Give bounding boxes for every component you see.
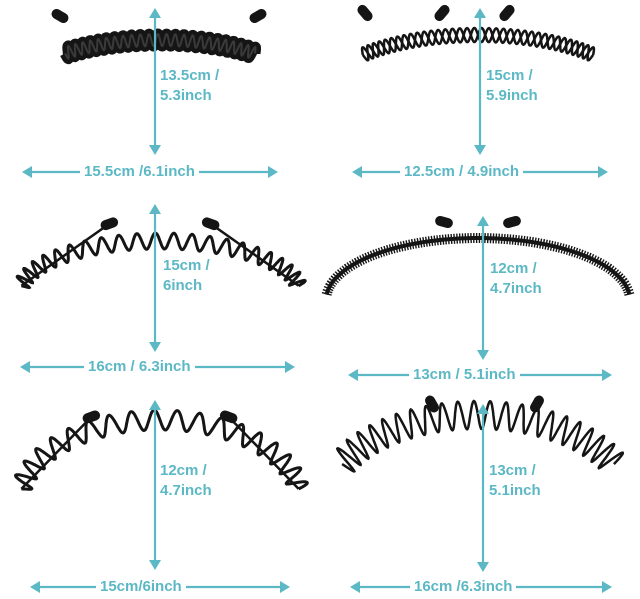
panel-3-width-arrow-head-left [20,361,30,373]
panel-1-height-arrow-head-top [149,8,161,18]
panel-5-pin-left-arm [20,415,93,490]
panel-4-left-end [435,215,453,229]
panel-1-width-arrow-head-right [268,166,278,178]
panel-2-left-end [357,4,373,22]
panel-5-width-arrow-head-right [280,581,290,593]
panel-5-height-arrow-head-bottom [149,560,161,570]
panel-4-right-end [503,215,521,229]
panel-2-width-arrow-head-right [598,166,608,178]
panel-2-wave-b [360,26,595,62]
panel-2-height-label: 15cm /5.9inch [486,67,538,104]
panel-3-pin-right-tip [201,217,220,231]
panel-1-right-end [249,9,267,23]
panel-5-height-label: 12cm /4.7inch [160,462,212,499]
panel-3-pin-left-tip [100,217,119,231]
panel-2-width-arrow-head-left [352,166,362,178]
panel-6-width-arrow-head-left [350,581,360,593]
panel-6-height-label: 13cm /5.1inch [489,462,541,499]
panel-4-width-label: 13cm / 5.1inch [409,365,520,385]
panel-4-height-arrow-head-top [477,216,489,226]
panel-5-pin-right-arm [227,415,300,490]
panel-1-width-label: 15.5cm /6.1inch [80,162,199,182]
panel-3-width-label: 16cm / 6.3inch [84,357,195,377]
panel-3-pin-left-arm [20,222,111,287]
panel-1-headband-shine [64,32,257,60]
panel-2-right-end-2 [499,4,515,22]
panel-2-height-arrow-head-bottom [474,145,486,155]
panel-5-width-arrow-head-left [30,581,40,593]
panel-2-height-arrow-head-top [474,8,486,18]
panel-3-headband [15,231,307,290]
panel-6-height-arrow-head-bottom [477,562,489,572]
panel-5-pin-right-tip [219,410,238,424]
panel-1-left-end [51,9,69,23]
panel-4-core [324,236,632,296]
panel-5-width-label: 15cm/6inch [96,577,186,597]
panel-1-height-arrow-head-bottom [149,145,161,155]
panel-2-right-end [434,4,450,22]
panel-3-height-arrow-head-bottom [149,342,161,352]
panel-4-width-arrow-head-right [602,369,612,381]
panel-6-height-arrow-head-top [477,404,489,414]
panel-5-headband [14,408,309,491]
panel-3-height-label: 15cm /6inch [163,257,210,294]
panel-6-left-end [425,395,439,413]
panel-5-pin-left-tip [82,410,101,424]
panel-6-headband [335,399,625,473]
panel-4-spring [321,233,635,296]
panel-4-height-label: 12cm /4.7inch [490,260,542,297]
panel-1-height-label: 13.5cm /5.3inch [160,67,220,104]
panel-5-height-arrow-head-top [149,400,161,410]
panel-3-pin-right-arm [209,222,300,287]
panel-1-width-arrow-head-left [22,166,32,178]
panel-4-width-arrow-head-left [348,369,358,381]
panel-6-right-end [530,395,544,413]
panel-4-height-arrow-head-bottom [477,350,489,360]
panel-6-width-arrow-head-right [602,581,612,593]
panel-3-height-arrow-head-top [149,204,161,214]
panel-3-width-arrow-head-right [285,361,295,373]
panel-6-width-label: 16cm /6.3inch [410,577,517,597]
panel-2-width-label: 12.5cm / 4.9inch [400,162,524,182]
